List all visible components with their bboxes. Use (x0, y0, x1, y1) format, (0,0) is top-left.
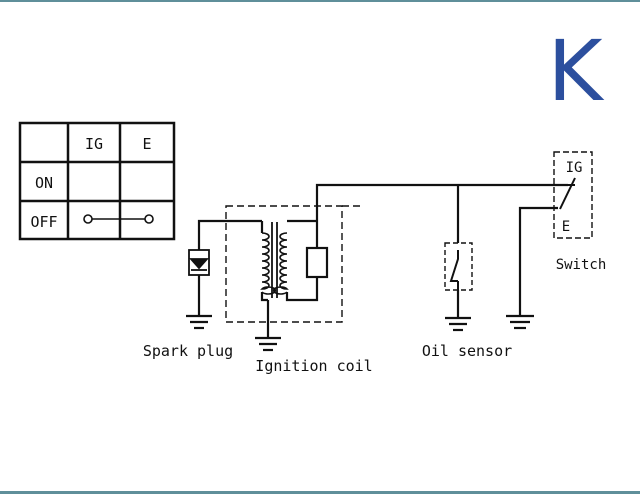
resistor-icon (305, 246, 329, 279)
off-connection-marker (83, 214, 154, 224)
oil-sensor-label: Oil sensor (422, 342, 512, 360)
ground-icon (506, 314, 534, 330)
table-frame (18, 121, 176, 241)
table-header-ig: IG (85, 135, 103, 153)
secondary-winding (260, 232, 277, 295)
ground-icon (186, 314, 212, 330)
table-header-e: E (142, 135, 151, 153)
switch-label: Switch (556, 257, 607, 273)
oil-sensor-icon (444, 242, 473, 291)
top-border (0, 0, 640, 2)
switch-ground-wire (518, 206, 558, 316)
page-letter: K (547, 22, 604, 120)
switch-blade (559, 177, 576, 210)
coil-windings-icon (260, 222, 289, 298)
primary-return (285, 277, 319, 302)
ignition-switch-icon (553, 151, 593, 239)
ground-icon (445, 316, 471, 332)
ground-icon (255, 336, 281, 352)
spark-plug-label: Spark plug (143, 342, 233, 360)
terminal-dot-e (144, 214, 154, 224)
ignition-coil-label: Ignition coil (255, 357, 372, 375)
main-bus-wire (315, 183, 568, 248)
table-row-label-on: ON (35, 174, 53, 192)
table-row-label-off: OFF (30, 213, 57, 231)
bottom-border (0, 491, 640, 494)
spark-plug-icon (188, 249, 210, 276)
spark-plug-wire (197, 219, 262, 250)
primary-winding (272, 232, 289, 295)
secondary-return (260, 292, 268, 302)
switch-terminal-e: E (562, 219, 570, 235)
wires (197, 183, 568, 338)
switch-table (18, 121, 176, 241)
ignition-coil-enclosure (225, 205, 362, 323)
terminal-dot-ig (83, 214, 93, 224)
switch-terminal-ig: IG (566, 160, 583, 176)
